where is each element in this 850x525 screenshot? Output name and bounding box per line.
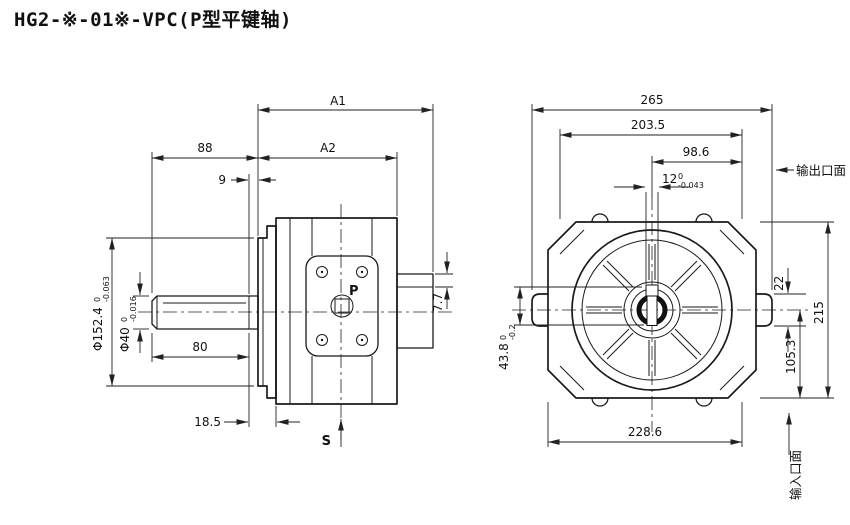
svg-text:Φ152.4: Φ152.4 xyxy=(91,307,105,351)
svg-text:105.3: 105.3 xyxy=(784,340,798,374)
svg-text:0: 0 xyxy=(120,317,129,322)
dim-12-keyway: 12 0 -0.043 xyxy=(614,172,704,284)
inlet-face-label: 输入口面 xyxy=(786,413,803,500)
page-title: HG2-※-01※-VPC(P型平键轴) xyxy=(14,8,292,31)
rear-cover-plate: P xyxy=(305,255,379,357)
dim-a1: A1 xyxy=(257,94,434,272)
svg-text:18.5: 18.5 xyxy=(194,415,221,429)
svg-text:S: S xyxy=(322,434,331,449)
svg-text:265: 265 xyxy=(641,93,664,107)
key-slot xyxy=(646,294,658,326)
port-ear-right xyxy=(756,293,773,327)
svg-text:输出口面: 输出口面 xyxy=(796,163,846,178)
label-s: S xyxy=(322,419,344,449)
svg-text:80: 80 xyxy=(192,340,207,354)
svg-text:-0.043: -0.043 xyxy=(678,181,704,190)
shaft-bore xyxy=(636,284,668,326)
svg-text:-0.2: -0.2 xyxy=(508,324,517,340)
keyway xyxy=(645,284,659,297)
pump-housing-outline xyxy=(547,213,757,407)
rear-port-block xyxy=(396,273,434,349)
right-front-view: 265 203.5 98.6 12 0 -0.043 xyxy=(497,93,846,500)
svg-text:43.8: 43.8 xyxy=(497,343,511,370)
rotor-boss xyxy=(571,229,733,391)
dim-phi40: Φ40 0 -0.016 xyxy=(118,272,149,353)
dim-43-8: 43.8 0 -0.2 xyxy=(497,286,644,370)
dim-265: 265 xyxy=(531,93,773,290)
dim-105-3: 105.3 xyxy=(784,310,803,398)
dim-215: 215 xyxy=(760,221,834,399)
dim-phi152: Φ152.4 0 -0.063 xyxy=(91,237,254,387)
svg-text:12: 12 xyxy=(662,172,677,186)
outlet-face-label: 输出口面 xyxy=(776,163,846,178)
svg-text:-0.063: -0.063 xyxy=(102,276,111,302)
svg-text:0: 0 xyxy=(93,297,102,302)
svg-text:7.7: 7.7 xyxy=(431,293,445,312)
port-ear-left xyxy=(531,293,548,327)
svg-text:22: 22 xyxy=(772,276,786,291)
dim-7-7: 7.7 xyxy=(431,252,453,312)
label-p-port: P xyxy=(349,284,359,299)
svg-text:输入口面: 输入口面 xyxy=(788,450,803,500)
dim-80: 80 xyxy=(151,333,250,427)
left-side-view: P A1 88 A2 9 xyxy=(91,94,453,449)
svg-text:88: 88 xyxy=(197,141,212,155)
svg-text:A1: A1 xyxy=(330,94,346,108)
svg-text:-0.016: -0.016 xyxy=(129,296,138,322)
dim-98-6: 98.6 xyxy=(651,145,742,197)
dim-9: 9 xyxy=(218,173,276,294)
dim-a2: A2 xyxy=(258,141,398,216)
svg-text:9: 9 xyxy=(218,173,226,187)
svg-text:Φ40: Φ40 xyxy=(118,327,132,352)
svg-text:0: 0 xyxy=(499,335,508,340)
svg-text:0: 0 xyxy=(678,172,683,181)
dim-18-5: 18.5 xyxy=(194,406,300,429)
svg-text:215: 215 xyxy=(812,301,826,324)
svg-text:203.5: 203.5 xyxy=(631,118,665,132)
pump-shaft xyxy=(151,295,259,330)
dim-203-5: 203.5 xyxy=(559,118,743,219)
dim-228-6: 228.6 xyxy=(547,402,743,447)
pump-body xyxy=(275,217,398,405)
svg-text:A2: A2 xyxy=(320,141,336,155)
dim-88: 88 xyxy=(151,141,258,293)
svg-text:98.6: 98.6 xyxy=(683,145,710,159)
rotor-ribs xyxy=(586,244,718,376)
svg-text:228.6: 228.6 xyxy=(628,425,662,439)
